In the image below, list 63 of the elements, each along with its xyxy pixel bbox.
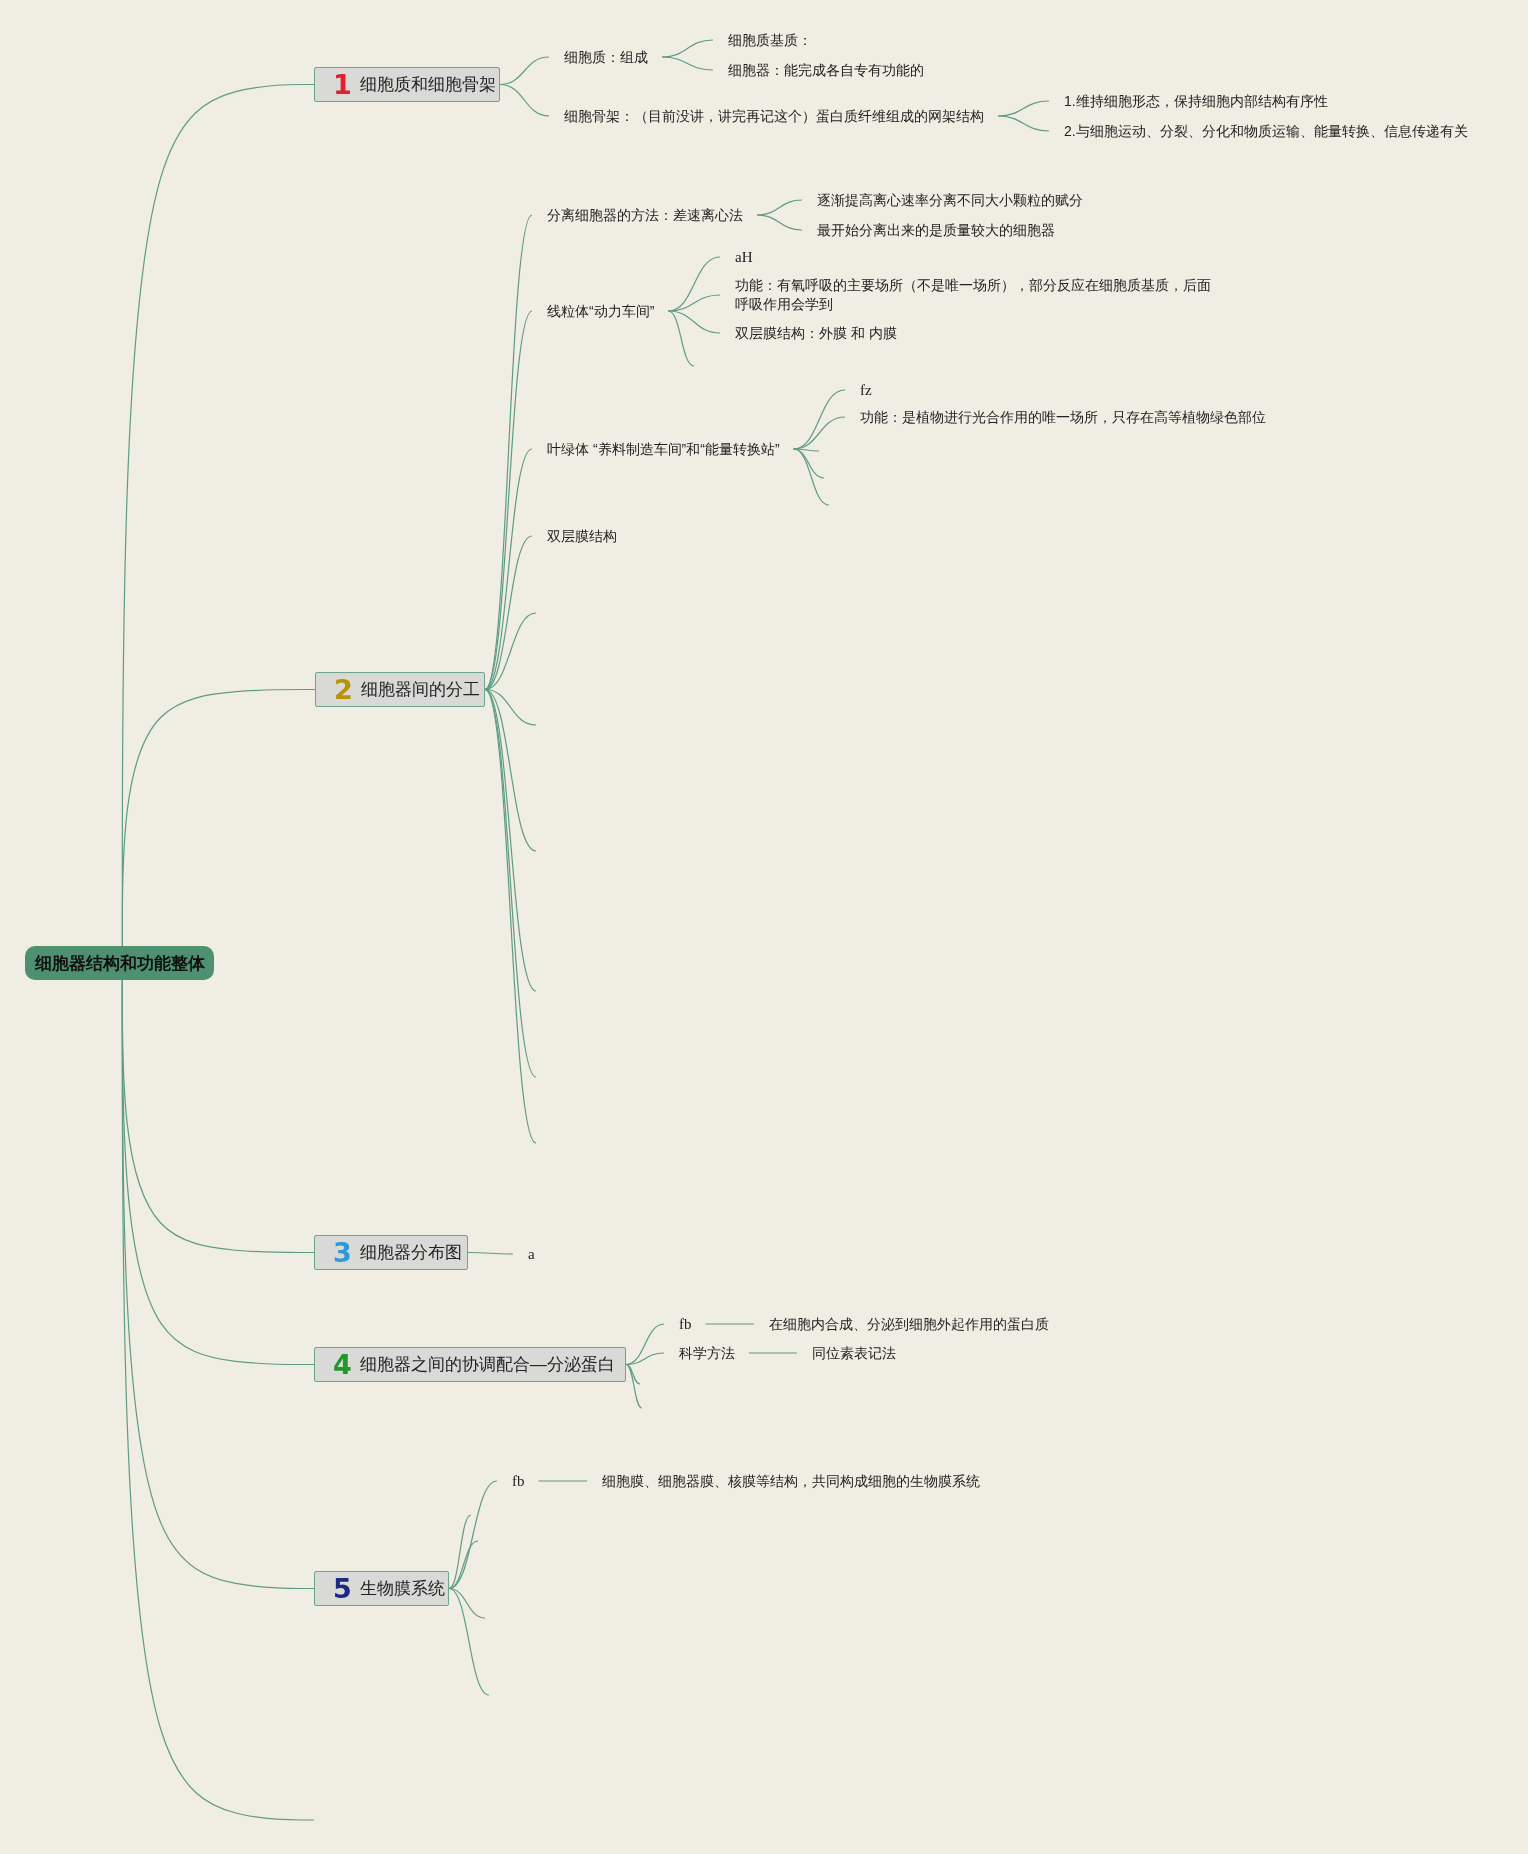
branch-box [314,1235,468,1270]
branch-line [661,39,714,58]
topic-title: 生物膜系统 [359,1578,445,1600]
topic-text: a [513,1244,549,1264]
topic-text: fb [497,1471,539,1491]
branch-line [792,448,820,452]
topic-title: 细胞器之间的协调配合—分泌蛋白 [359,1354,615,1376]
topic-number: 2 [334,674,353,705]
topic-text: fz [845,380,886,400]
topic-number: 5 [333,1573,352,1604]
branch-line [748,1352,798,1354]
topic-text: 功能：是植物进行光合作用的唯一场所，只存在高等植物绿色部位 [845,407,1280,427]
branch-line [448,1540,479,1590]
topic-text: 细胞器：能完成各自专有功能的 [713,60,938,80]
branch-line [704,1323,755,1325]
topic-text: 双层膜结构：外膜 和 内膜 [720,323,911,343]
branch-box [314,67,500,102]
topic-number: 3 [333,1237,352,1268]
topic-text: 1.维持细胞形态，保持细胞内部结构有序性 [1049,91,1342,111]
topic-text: 逐渐提高离心速率分离不同大小颗粒的赋分 [802,190,1097,210]
topic-text: fb [664,1314,706,1334]
branch-line [121,979,315,1821]
branch-line [997,115,1050,132]
branch-line [448,1514,472,1590]
topic-number: 1 [333,69,352,100]
branch-line [792,448,830,506]
topic-number: 4 [333,1349,352,1380]
branch-line [448,1587,490,1696]
topic-text: 线粒体“动力车间” [532,301,669,321]
topic-text: 最开始分离出来的是质量较大的细胞器 [802,220,1069,240]
topic-text: 在细胞内合成、分泌到细胞外起作用的蛋白质 [754,1314,1063,1334]
branch-line [121,688,316,947]
root-topic: 细胞器结构和功能整体 [25,946,214,980]
topic-text: 分离细胞器的方法：差速离心法 [532,205,757,225]
topic-text: 科学方法 [664,1343,749,1363]
branch-line [997,100,1050,117]
topic-text: 2.与细胞运动、分裂、分化和物质运输、能量转换、信息传递有关 [1049,121,1482,141]
branch-line [667,310,695,367]
branch-line [756,214,803,231]
topic-title: 细胞质和细胞骨架 [359,74,496,96]
topic-text: 功能：有氧呼吸的主要场所（不是唯一场所），部分反应在细胞质基质，后面呼吸作用会学到 [720,276,1235,314]
branch-line [484,310,533,691]
topic-text: 细胞质：组成 [549,47,662,67]
branch-box [314,1571,449,1606]
branch-box [314,1347,626,1382]
branch-line [667,310,721,334]
branch-box [315,672,485,707]
topic-text: 细胞膜、细胞器膜、核膜等结构，共同构成细胞的生物膜系统 [587,1471,994,1491]
branch-line [625,1352,665,1366]
topic-text: 细胞质基质： [713,30,826,50]
topic-text: 同位素表记法 [797,1343,910,1363]
topic-title: 细胞器间的分工 [360,679,480,701]
branch-line [537,1480,588,1482]
branch-line [792,448,825,479]
topic-title: 细胞器分布图 [359,1242,462,1264]
branch-line [625,1363,643,1409]
branch-line [661,56,714,71]
topic-text: aH [720,247,767,267]
topic-text: 叶绿体 “养料制造车间”和“能量转换站” [532,439,794,459]
topic-text: 细胞骨架：（目前没讲，讲完再记这个）蛋白质纤维组成的网架结构 [549,106,998,126]
branch-line [499,83,550,117]
branch-line [467,1251,514,1255]
topic-text: 双层膜结构 [532,526,631,546]
